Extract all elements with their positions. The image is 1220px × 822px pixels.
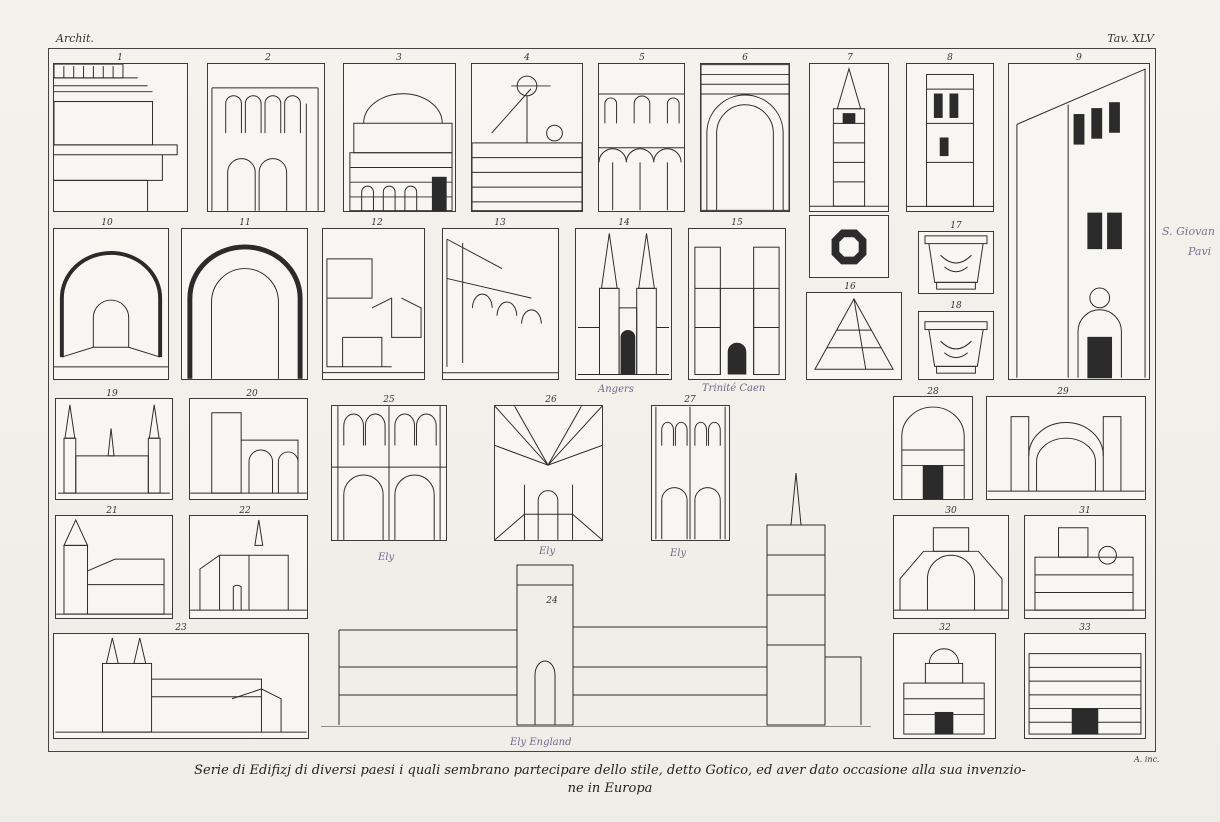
- figure-9-san-giovanni-facade: [1008, 63, 1150, 380]
- figure-number: 16: [844, 282, 856, 292]
- figure-31-rotunda: [1024, 515, 1146, 619]
- figure-number: 13: [494, 218, 506, 228]
- figure-6-round-arch-portal: [700, 63, 790, 212]
- figure-11-ornate-arch: [181, 228, 308, 380]
- figure-7-tower-plan: [809, 215, 889, 278]
- figure-number: 21: [106, 506, 118, 516]
- figure-7-bell-tower: [809, 63, 889, 212]
- figure-29-ruined-arches: [986, 396, 1146, 500]
- figure-number: 1: [117, 53, 123, 63]
- engraver-signature: A. inc.: [1134, 755, 1160, 764]
- figure-number: 9: [1076, 53, 1082, 63]
- figure-2-wall-arcade: [207, 63, 325, 212]
- figure-number: 12: [371, 218, 383, 228]
- figure-number: 14: [618, 218, 630, 228]
- pencil-margin-note: S. Giovan Pavi: [1162, 222, 1215, 262]
- figure-number: 22: [239, 506, 251, 516]
- figure-23-church-elevation: [53, 633, 309, 739]
- figure-number: 31: [1079, 506, 1091, 516]
- figure-number: 33: [1079, 623, 1091, 633]
- figure-20-ruined-gateway: [189, 398, 308, 500]
- figure-number: 10: [101, 218, 113, 228]
- figure-10-vaulted-passage: [53, 228, 169, 380]
- figure-28-arched-building: [893, 396, 973, 500]
- figure-number: 7: [847, 53, 853, 63]
- figure-number: 5: [639, 53, 645, 63]
- figure-19-twin-spire-church: [55, 398, 173, 500]
- figure-number: 11: [239, 218, 251, 228]
- figure-3-domed-building: [343, 63, 456, 212]
- caption-line: ne in Europa: [567, 781, 653, 796]
- figure-5-two-tier-arcade: [598, 63, 685, 212]
- plate-header-right: Tav. XLV: [1107, 32, 1154, 45]
- figure-number: 6: [742, 53, 748, 63]
- figure-number: 28: [927, 387, 939, 397]
- figure-number: 30: [945, 506, 957, 516]
- figure-1-column-base: [53, 63, 188, 212]
- figure-15-trinite-caen: [688, 228, 786, 380]
- figure-16-pyramid: [806, 292, 902, 380]
- figure-number: 2: [265, 53, 271, 63]
- pencil-label-ely: Ely: [378, 552, 395, 563]
- pencil-label-ely: Ely: [670, 548, 687, 559]
- figure-33-masonry-facade: [1024, 633, 1146, 739]
- figure-12-ruined-walls: [322, 228, 425, 380]
- figure-22-gothic-church: [189, 515, 308, 619]
- figure-26-ely-interior-vault: [494, 405, 603, 541]
- figure-27-ely-bay-elevation: [651, 405, 730, 541]
- figure-number: 4: [524, 53, 530, 63]
- figure-18-capital: [918, 311, 994, 380]
- figure-number: 26: [545, 395, 557, 405]
- figure-30-domed-church: [893, 515, 1009, 619]
- figure-number: 15: [731, 218, 743, 228]
- figure-25-ely-bay-elevation: [331, 405, 447, 541]
- figure-17-capital: [918, 231, 994, 294]
- pencil-label-angers: Angers: [598, 384, 634, 395]
- figure-number: 25: [383, 395, 395, 405]
- plate-caption: Serie di Edifizj di diversi paesi i qual…: [120, 762, 1100, 798]
- plate-header-left: Archit.: [56, 32, 94, 45]
- figure-21-church-with-tower: [55, 515, 173, 619]
- plate-frame: [48, 48, 1156, 752]
- pencil-label-ely: Ely: [539, 546, 556, 557]
- figure-number: 23: [175, 623, 187, 633]
- margin-note-line: S. Giovan: [1162, 225, 1215, 238]
- figure-number: 18: [950, 301, 962, 311]
- figure-8-square-tower: [906, 63, 994, 212]
- figure-number: 32: [939, 623, 951, 633]
- figure-32-domed-chapel: [893, 633, 996, 739]
- figure-number: 29: [1057, 387, 1069, 397]
- figure-number: 27: [684, 395, 696, 405]
- figure-4-pulley-machine: [471, 63, 583, 212]
- figure-24-ely-cathedral: [321, 405, 871, 727]
- pencil-label-ely-england: Ely England: [510, 737, 572, 748]
- figure-13-ruined-nave: [442, 228, 559, 380]
- column-base-drawing: [54, 64, 178, 211]
- figure-number: 24: [546, 596, 558, 606]
- figure-number: 3: [396, 53, 402, 63]
- figure-number: 19: [106, 389, 118, 399]
- figure-14-angers-cathedral: [575, 228, 672, 380]
- margin-note-line: Pavi: [1188, 245, 1212, 258]
- figure-number: 20: [246, 389, 258, 399]
- figure-number: 17: [950, 221, 962, 231]
- figure-number: 8: [947, 53, 953, 63]
- pencil-label-trinite-caen: Trinité Caen: [702, 383, 766, 394]
- caption-line: Serie di Edifizj di diversi paesi i qual…: [194, 763, 1026, 778]
